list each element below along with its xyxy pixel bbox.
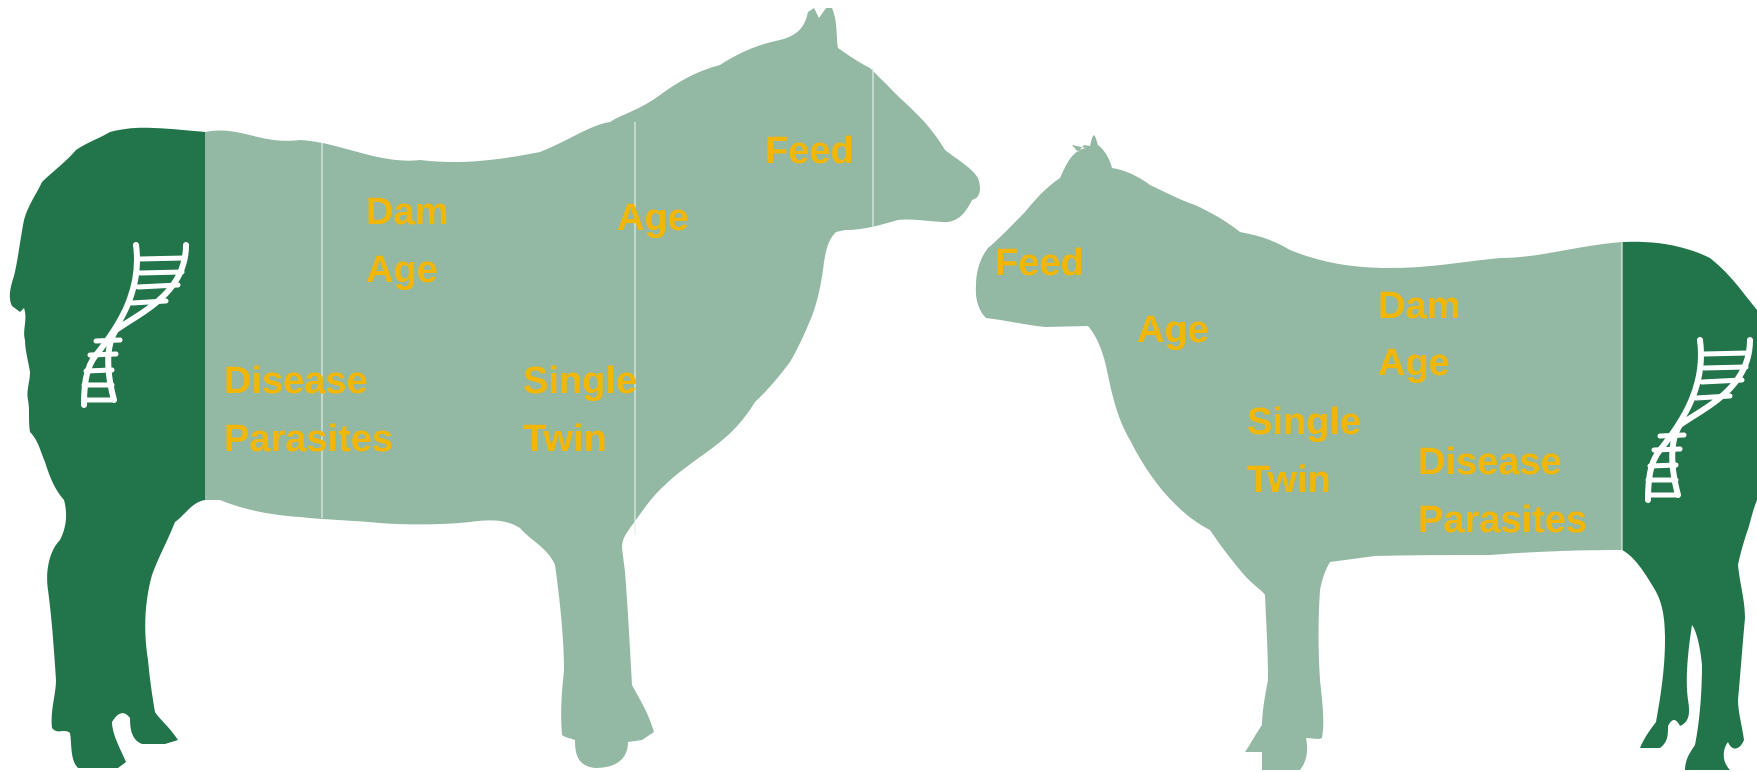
label-dam-age-line2: Age: [1378, 342, 1450, 384]
label-disease-line2: Parasites: [224, 418, 393, 460]
label-dam-age-line2: Age: [366, 249, 438, 291]
label-age: Age: [617, 197, 689, 239]
label-dam-age-line1: Dam: [366, 191, 448, 233]
label-disease-line1: Disease: [224, 360, 368, 402]
label-feed: Feed: [765, 130, 854, 172]
sheep-right: Feed Age Dam Age Single Twin Disease Par…: [976, 135, 1757, 770]
label-disease-line2: Parasites: [1418, 499, 1587, 541]
label-age: Age: [1137, 309, 1209, 351]
label-birth-line2: Twin: [1247, 459, 1331, 501]
label-dam-age-line1: Dam: [1378, 285, 1460, 327]
sheep-right-genetics-region: [1622, 242, 1757, 770]
label-feed: Feed: [995, 242, 1084, 284]
label-birth-line1: Single: [1247, 401, 1361, 443]
sheep-left: Feed Age Dam Age Disease Parasites Singl…: [10, 8, 980, 768]
sheep-left-genetics-region: [10, 128, 205, 768]
label-birth-line2: Twin: [523, 418, 607, 460]
label-disease-line1: Disease: [1418, 441, 1562, 483]
label-birth-line1: Single: [523, 360, 637, 402]
